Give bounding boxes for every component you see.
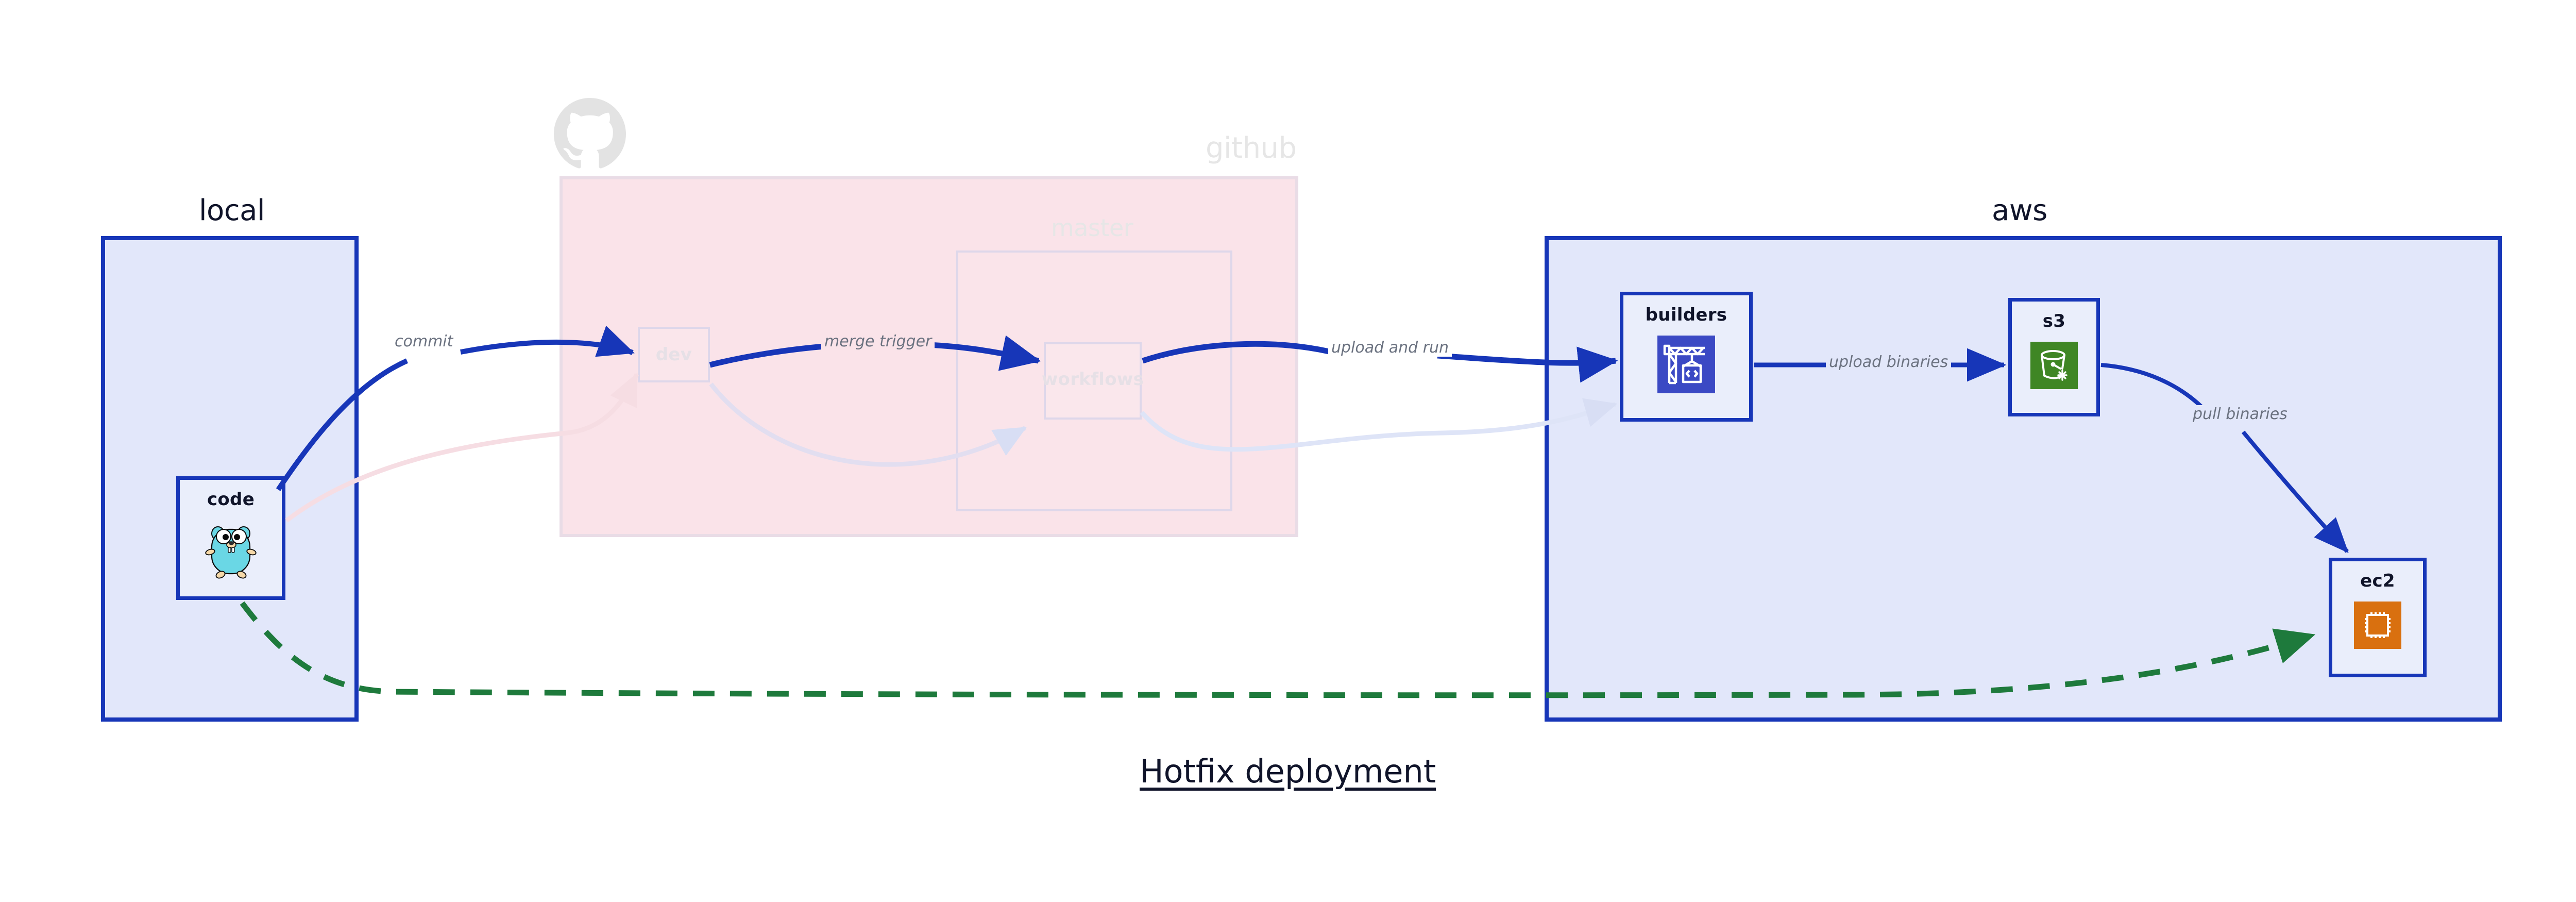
node-code-label: code — [207, 489, 255, 510]
edge-workflows-to-builders-ghost — [1140, 398, 1618, 452]
node-s3[interactable]: s3 — [2008, 298, 2100, 416]
edge-code-to-dev-ghost — [285, 372, 639, 523]
subgroup-master — [956, 250, 1232, 511]
edge-pull-binaries-tail — [2241, 430, 2349, 553]
s3-bucket-icon — [2030, 342, 2078, 391]
node-workflows-label: workflows — [1041, 369, 1144, 390]
edge-label-upload-binaries: upload binaries — [1826, 353, 1952, 371]
github-octocat-icon — [554, 98, 626, 172]
edge-commit — [276, 358, 409, 491]
edge-hotfix-direct — [240, 601, 2316, 698]
group-aws-label: aws — [1992, 194, 2047, 227]
edge-label-pull-binaries: pull binaries — [2190, 405, 2291, 423]
edge-label-merge-trigger: merge trigger — [821, 332, 935, 350]
group-github-label: github — [1206, 131, 1297, 165]
group-local-label: local — [199, 194, 265, 227]
edge-commit-tail — [460, 325, 635, 357]
edge-merge-trigger-head — [709, 343, 825, 368]
edge-dev-to-workflows-ghost — [709, 382, 1027, 467]
diagram-title: Hotfix deployment — [1140, 753, 1436, 790]
go-gopher-icon — [202, 520, 259, 584]
node-ec2-label: ec2 — [2360, 571, 2395, 591]
node-builders-label: builders — [1645, 305, 1727, 325]
cpu-chip-icon — [2354, 602, 2401, 651]
crane-build-icon — [1657, 336, 1715, 395]
node-workflows[interactable]: workflows — [1041, 342, 1144, 420]
group-github — [560, 176, 1298, 537]
subgroup-master-label: master — [1051, 214, 1133, 242]
edge-label-commit: commit — [392, 332, 456, 350]
edge-upload-and-run-head — [1142, 341, 1330, 364]
node-code[interactable]: code — [176, 476, 285, 600]
node-dev[interactable]: dev — [638, 327, 710, 382]
node-builders[interactable]: builders — [1620, 292, 1753, 422]
edge-label-upload-and-run: upload and run — [1328, 339, 1452, 357]
node-ec2[interactable]: ec2 — [2329, 558, 2427, 677]
edge-upload-and-run-tail — [1437, 346, 1618, 383]
node-dev-label: dev — [655, 344, 692, 365]
node-s3-label: s3 — [2042, 311, 2066, 331]
